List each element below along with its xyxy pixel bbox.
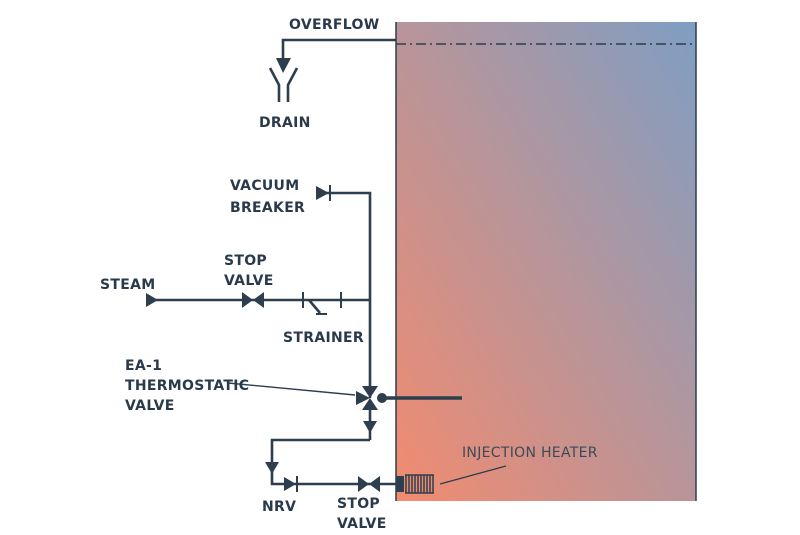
label-stop-valve-bottom-2: VALVE bbox=[337, 516, 387, 532]
thermostatic-valve-icon-left bbox=[356, 391, 370, 405]
label-strainer: STRAINER bbox=[283, 330, 364, 346]
thermostatic-valve-icon-top bbox=[362, 386, 378, 398]
label-thermostatic-2: THERMOSTATIC bbox=[125, 378, 249, 394]
stop-valve-top-icon bbox=[242, 292, 253, 308]
outlet-arrow-icon bbox=[363, 421, 377, 433]
stop-valve-top-icon-b bbox=[253, 292, 264, 308]
return-arrow-icon bbox=[265, 462, 279, 474]
vacuum-breaker-valve-icon bbox=[316, 186, 329, 200]
label-stop-valve-top-1: STOP bbox=[224, 253, 267, 269]
nrv-icon bbox=[284, 477, 296, 491]
drain-icon-right bbox=[286, 67, 299, 102]
steam-arrow-icon bbox=[146, 293, 158, 307]
label-thermostatic-1: EA-1 bbox=[125, 358, 162, 374]
label-steam: STEAM bbox=[100, 277, 155, 293]
label-injection-heater: INJECTION HEATER bbox=[462, 445, 598, 461]
injection-heater-leader-line bbox=[439, 465, 507, 485]
label-thermostatic-3: VALVE bbox=[125, 398, 175, 414]
label-stop-valve-top-2: VALVE bbox=[224, 273, 274, 289]
thermostatic-valve-icon-bottom bbox=[362, 398, 378, 410]
tank bbox=[396, 22, 696, 501]
injection-heater-body bbox=[396, 476, 404, 492]
drain-icon bbox=[268, 67, 281, 102]
label-overflow: OVERFLOW bbox=[289, 17, 379, 33]
stop-valve-bottom-icon bbox=[358, 476, 369, 492]
drain-funnel-arrow bbox=[276, 58, 291, 73]
vacuum-breaker-pipe bbox=[322, 191, 372, 398]
overflow-pipe bbox=[281, 38, 396, 60]
strainer-icon bbox=[308, 299, 321, 314]
stop-valve-bottom-icon-b bbox=[369, 476, 380, 492]
label-vacuum-breaker-1: VACUUM bbox=[230, 178, 299, 194]
label-nrv: NRV bbox=[262, 499, 296, 515]
label-drain: DRAIN bbox=[259, 115, 311, 131]
thermostatic-leader-line bbox=[227, 382, 356, 396]
injection-heater-icon bbox=[405, 474, 434, 494]
return-pipe bbox=[270, 438, 396, 486]
label-stop-valve-bottom-1: STOP bbox=[337, 496, 380, 512]
label-vacuum-breaker-2: BREAKER bbox=[230, 200, 305, 216]
